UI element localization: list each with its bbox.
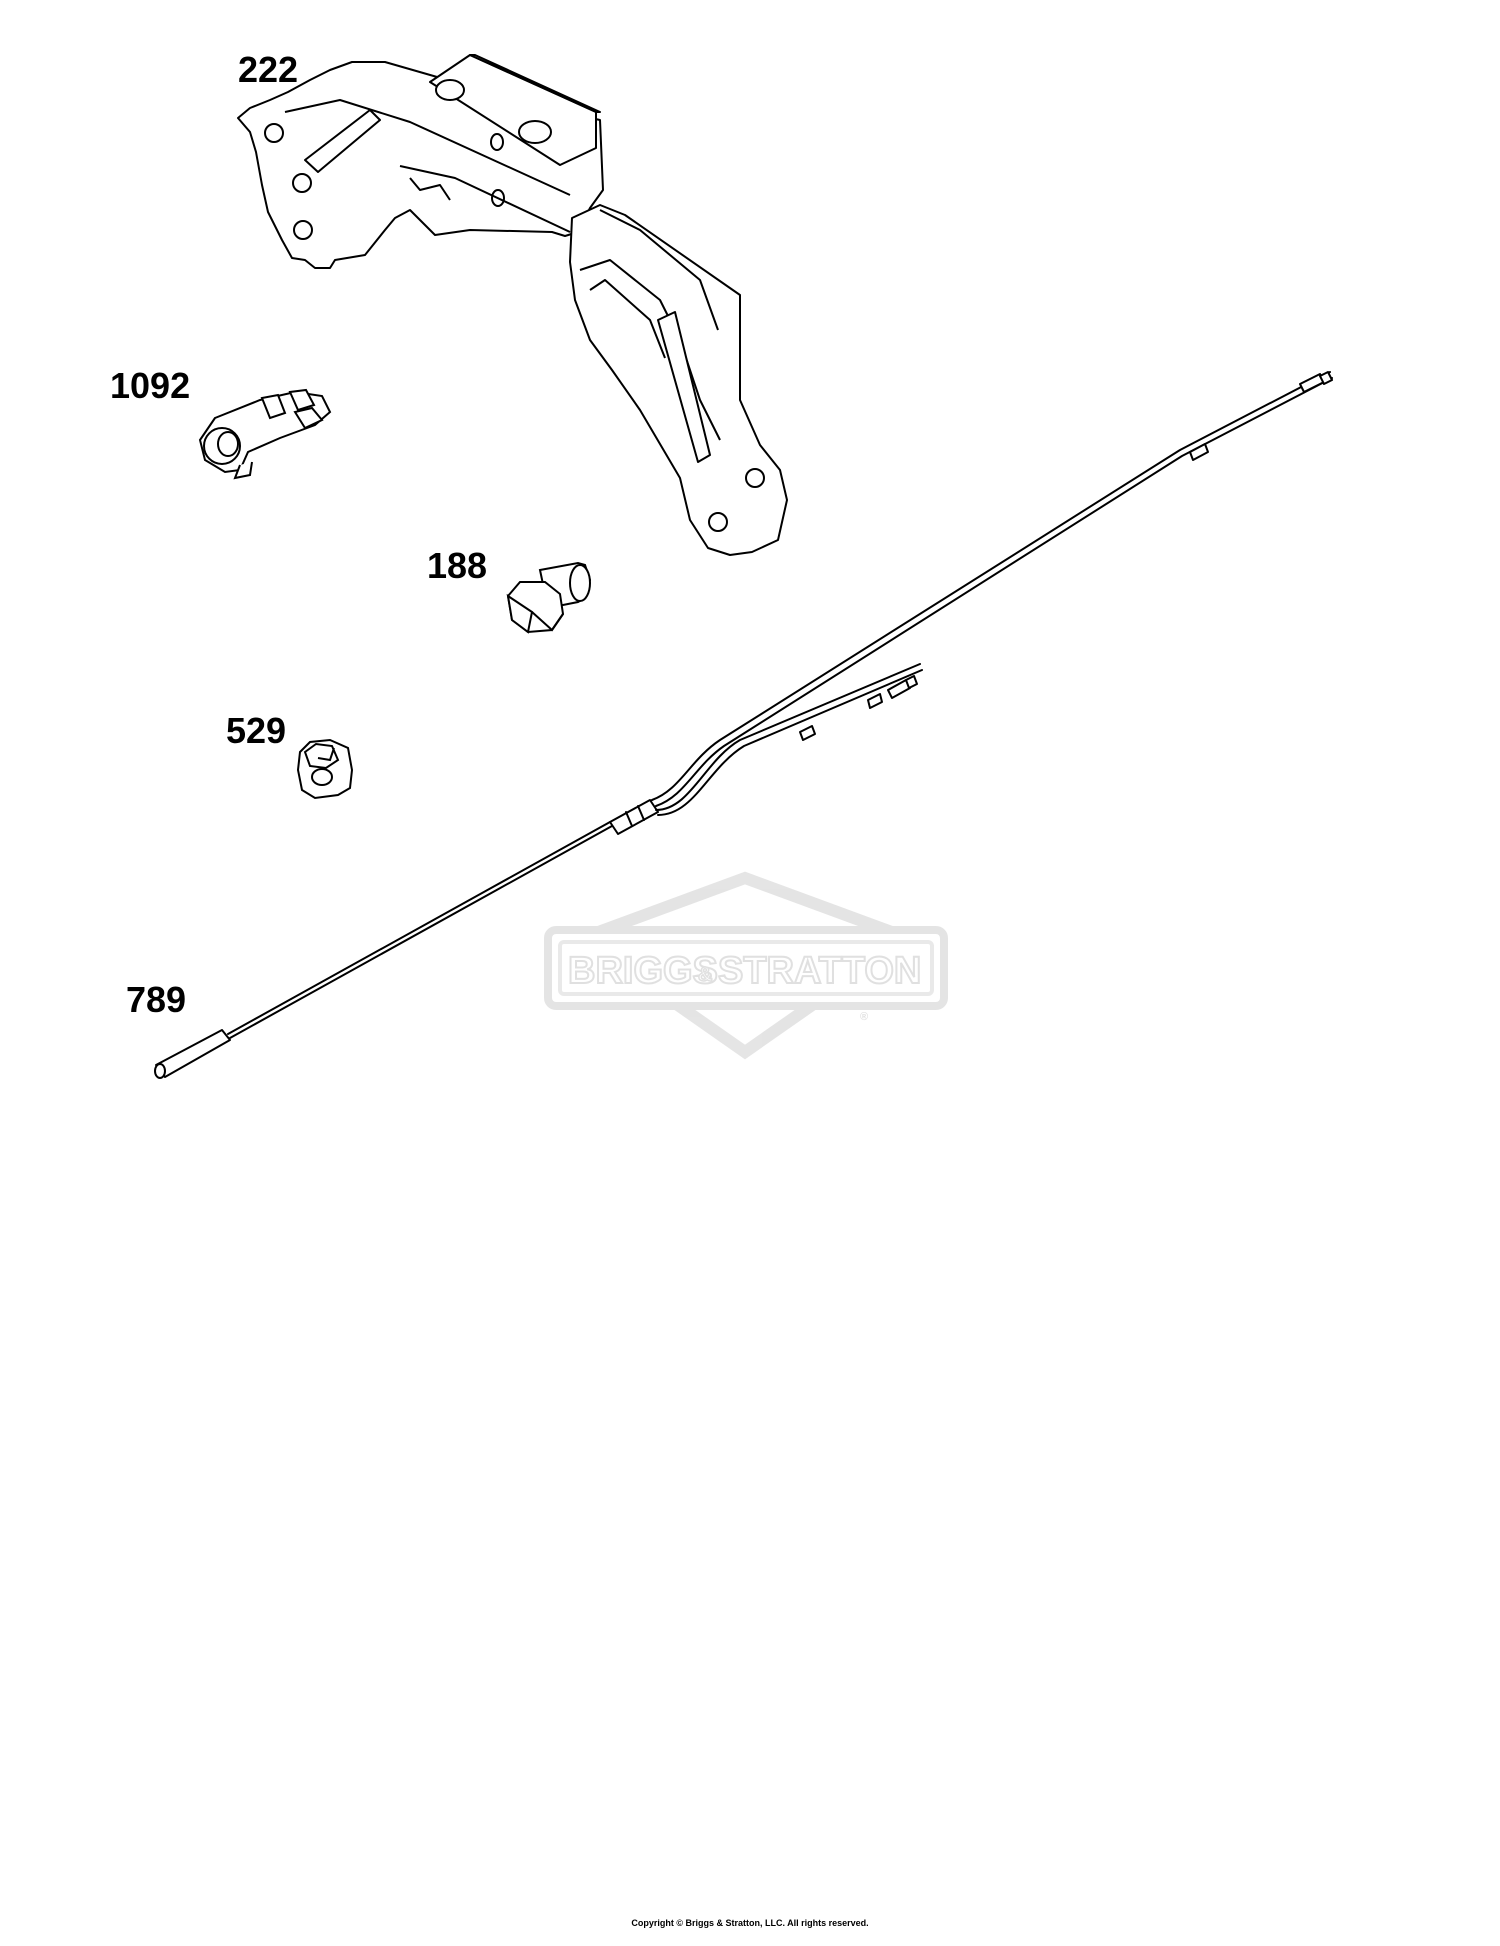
part-789-wire-harness bbox=[154, 371, 1333, 1079]
watermark-amp: & bbox=[698, 964, 712, 986]
part-label-222[interactable]: 222 bbox=[238, 49, 299, 90]
part-label-789[interactable]: 789 bbox=[126, 979, 187, 1020]
part-1092-clip bbox=[198, 388, 332, 480]
part-label-188[interactable]: 188 bbox=[427, 545, 488, 586]
watermark-brand-right: STRATTON bbox=[718, 950, 921, 992]
briggs-stratton-watermark: BRIGGS & STRATTON ® bbox=[544, 871, 948, 1060]
watermark-brand-left: BRIGGS bbox=[568, 950, 718, 992]
part-222-bracket bbox=[237, 54, 788, 556]
watermark-registered: ® bbox=[860, 1011, 868, 1023]
part-label-1092[interactable]: 1092 bbox=[110, 365, 191, 406]
part-529-grommet bbox=[296, 738, 354, 800]
part-label-529[interactable]: 529 bbox=[226, 710, 287, 751]
copyright-footer: Copyright © Briggs & Stratton, LLC. All … bbox=[631, 1918, 869, 1928]
part-188-screw bbox=[506, 561, 592, 634]
